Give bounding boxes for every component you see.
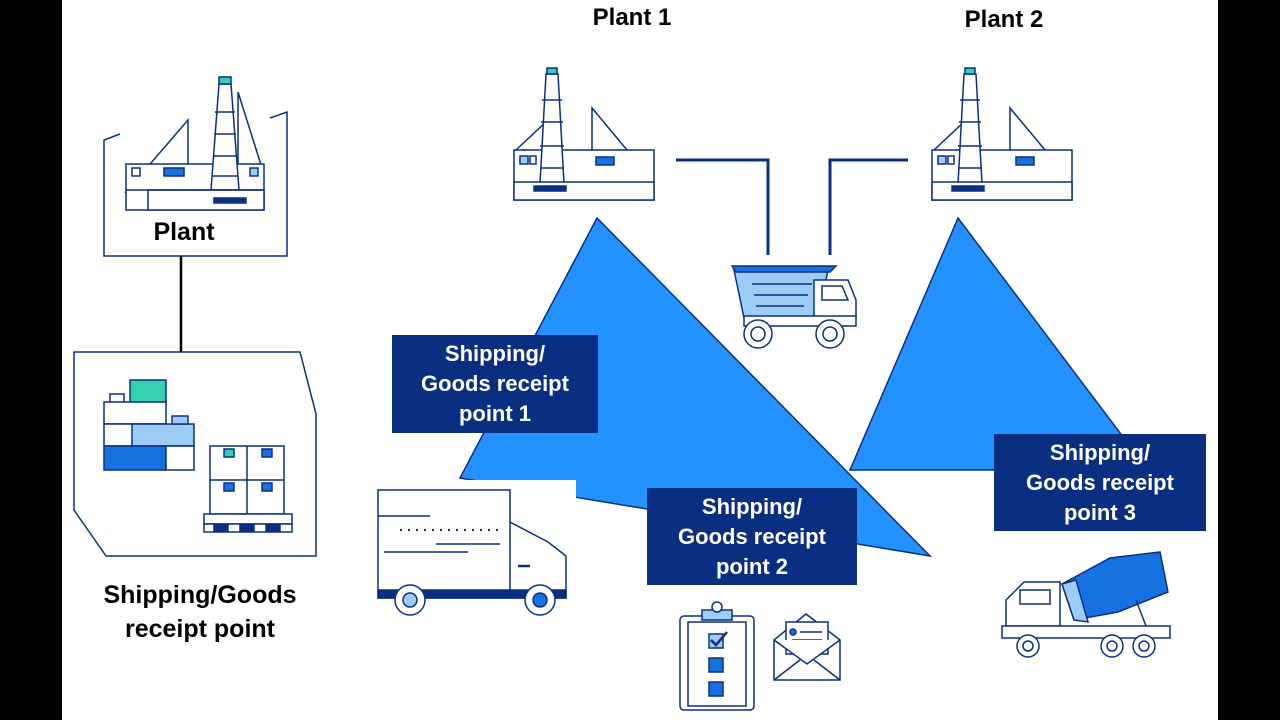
- plant-1-title: Plant 1: [592, 4, 672, 31]
- diagram-art: [73, 67, 1171, 711]
- left-plant-label: Plant: [153, 218, 215, 246]
- plant-1-icon: [513, 67, 655, 201]
- point-1-line3: point 1: [458, 401, 532, 426]
- left-point-label-line2: receipt point: [124, 615, 275, 643]
- plant-2-title: Plant 2: [964, 6, 1044, 33]
- left-point-label-line1: Shipping/Goods: [103, 581, 297, 609]
- warehouse-boxes-icon: [103, 379, 195, 471]
- pallet-icon: [203, 445, 293, 533]
- delivery-van-icon: [372, 480, 576, 616]
- point-2-line1: Shipping/: [701, 493, 803, 519]
- point-2-line2: Goods receipt: [678, 523, 826, 549]
- shipping-point-1-box: Shipping/ Goods receipt point 1: [392, 335, 598, 433]
- point-1-line2: Goods receipt: [421, 371, 569, 396]
- shipping-point-2-box: Shipping/ Goods receipt point 2: [647, 488, 857, 585]
- checklist-clipboard-icon: [679, 601, 755, 711]
- plant-1-connector: [676, 158, 770, 255]
- envelope-icon: [773, 613, 841, 681]
- point-1-line1: Shipping/: [444, 341, 546, 366]
- left-point-label: Shipping/Goods receipt point: [62, 578, 340, 646]
- shipping-point-3-box: Shipping/ Goods receipt point 3: [994, 434, 1206, 531]
- point-3-line1: Shipping/: [1049, 439, 1151, 465]
- point-3-line3: point 3: [1063, 499, 1137, 525]
- cement-mixer-truck-icon: [1001, 551, 1171, 658]
- point-2-line3: point 2: [715, 553, 789, 579]
- diagram-canvas: Plant 1 Plant 2 Plant Shipping/Goods rec…: [62, 0, 1218, 720]
- left-plant-icon: [124, 76, 265, 211]
- plant-2-connector: [828, 158, 908, 255]
- plant-2-triangle: [848, 216, 1150, 471]
- dump-truck-icon: [730, 265, 857, 349]
- plant-2-icon: [931, 67, 1073, 201]
- left-plant-frame: [103, 110, 288, 257]
- point-3-line2: Goods receipt: [1026, 469, 1174, 495]
